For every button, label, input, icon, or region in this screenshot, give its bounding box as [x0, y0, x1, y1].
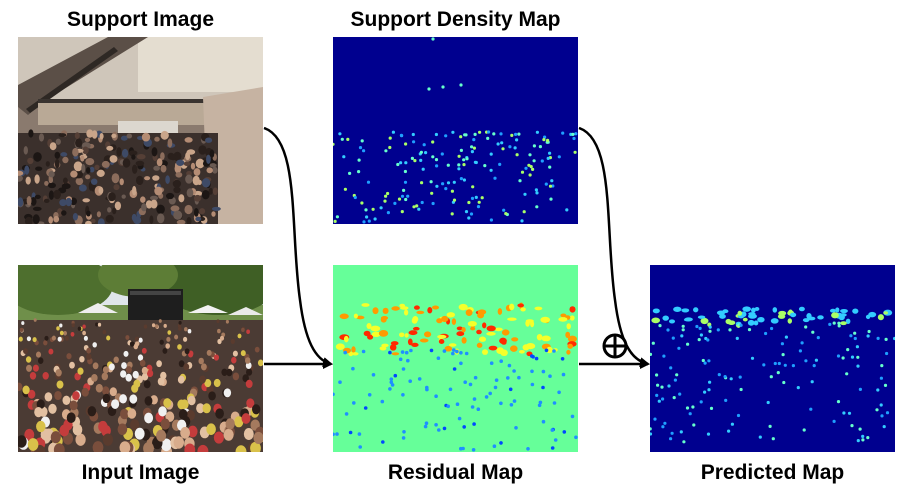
support-image-label: Support Image: [66, 8, 214, 31]
support-density-map: [333, 37, 578, 224]
addition-operator-icon: [602, 333, 628, 359]
residual-map: [333, 265, 578, 452]
support-image-connector: [263, 126, 333, 367]
input-image-label: Input Image: [81, 461, 200, 484]
predicted-map: [650, 265, 895, 452]
support-image-photo: [18, 37, 263, 224]
residual-map-label: Residual Map: [387, 461, 524, 484]
input-image-photo: [18, 265, 263, 452]
support-density-connector: [578, 126, 650, 368]
predicted-map-label: Predicted Map: [700, 461, 845, 484]
support-density-map-label: Support Density Map: [350, 8, 561, 31]
